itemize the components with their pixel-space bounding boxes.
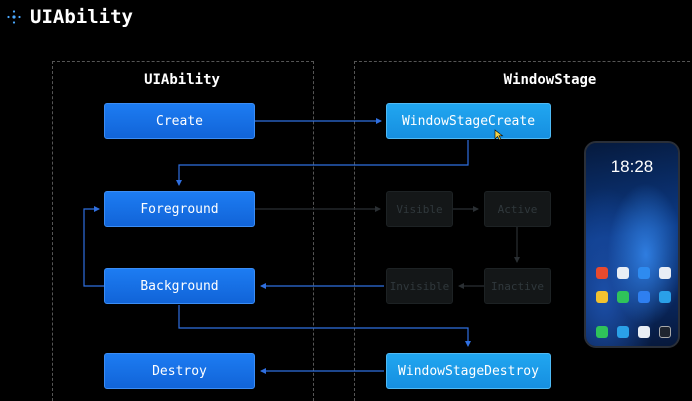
state-active: Active — [484, 191, 551, 227]
browser-app-icon — [638, 326, 650, 338]
windowstage-panel — [354, 61, 692, 401]
app-icon — [638, 291, 650, 303]
phone-wallpaper — [586, 143, 678, 346]
page-header: UIAbility — [6, 6, 133, 28]
page-title: UIAbility — [30, 6, 133, 28]
app-icon — [638, 267, 650, 279]
state-invisible: Invisible — [386, 268, 453, 304]
state-background: Background — [104, 268, 255, 304]
state-windowstagecreate: WindowStageCreate — [386, 103, 551, 139]
state-create: Create — [104, 103, 255, 139]
windowstage-panel-title: WindowStage — [503, 72, 597, 88]
uiability-panel — [52, 61, 314, 401]
state-inactive: Inactive — [484, 268, 551, 304]
app-icon — [596, 291, 608, 303]
state-destroy: Destroy — [104, 353, 255, 389]
arrow-background-to-windowstagedestroy — [178, 305, 471, 347]
state-visible: Visible — [386, 191, 453, 227]
phone-clock: 18:28 — [610, 157, 654, 176]
phone-app-icon — [596, 326, 608, 338]
app-icon — [617, 267, 629, 279]
app-icon — [659, 267, 671, 279]
app-icon — [617, 291, 629, 303]
uiability-panel-title: UIAbility — [144, 72, 220, 88]
arrow-windowstagecreate-to-foreground — [176, 140, 469, 186]
state-foreground: Foreground — [104, 191, 255, 227]
state-windowstagedestroy: WindowStageDestroy — [386, 353, 551, 389]
arrow-background-to-foreground — [83, 206, 104, 287]
mouse-cursor-icon — [494, 129, 504, 141]
app-icon — [596, 267, 608, 279]
sparkle-icon — [7, 10, 21, 24]
phone-illustration: 18:28 — [584, 141, 680, 348]
camera-app-icon — [659, 326, 671, 338]
app-icon — [659, 291, 671, 303]
messages-app-icon — [617, 326, 629, 338]
